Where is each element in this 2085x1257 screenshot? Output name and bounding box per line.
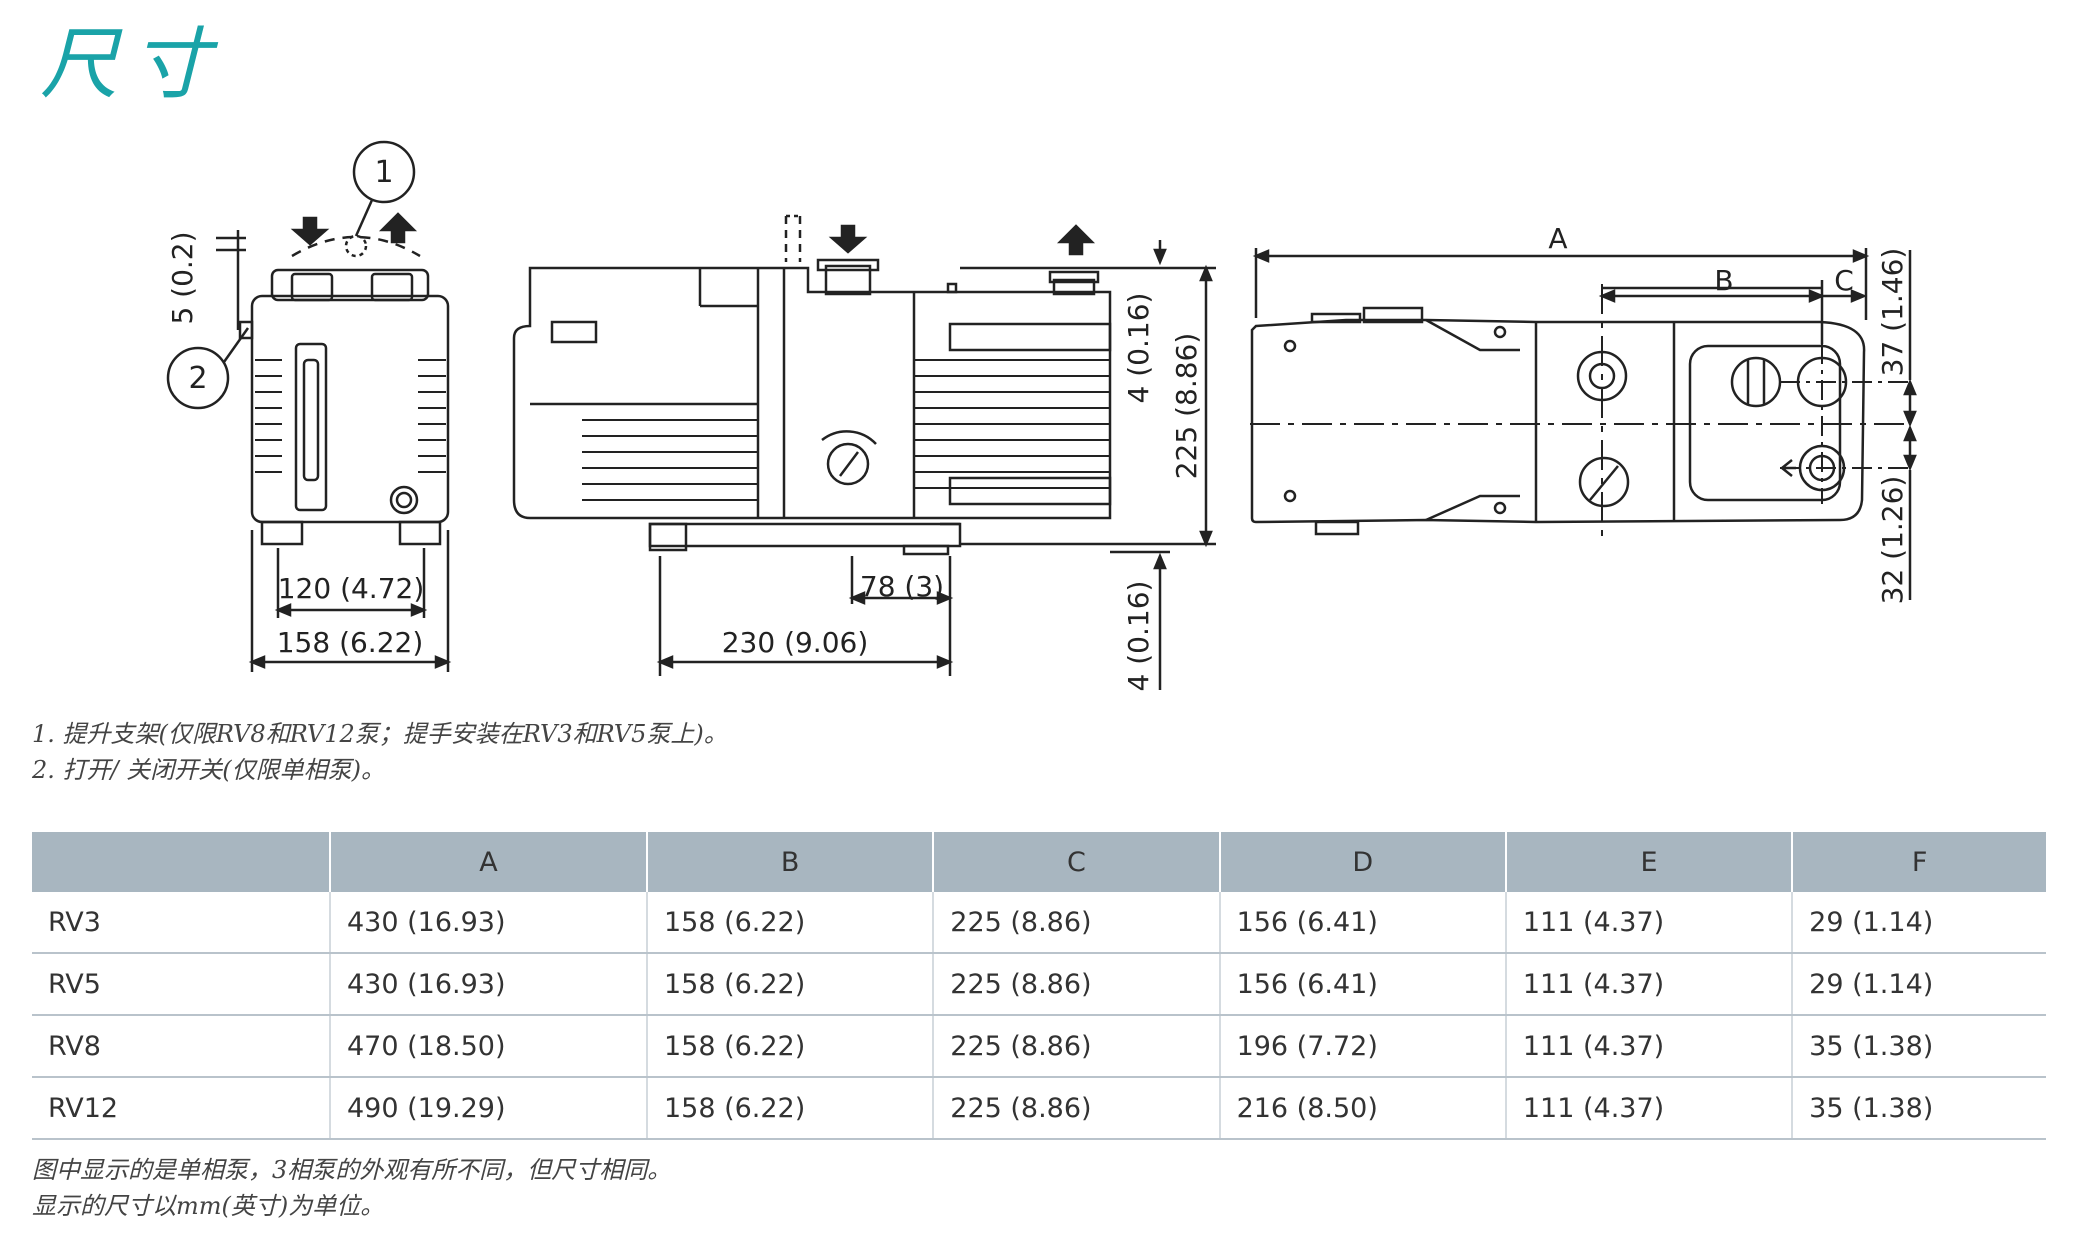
table-cell: 158 (6.22): [645, 953, 934, 1016]
table-cell: 29 (1.14): [1791, 953, 2046, 1016]
table-cell: 35 (1.38): [1791, 1077, 2046, 1140]
dim-158-label: 158 (6.22): [277, 626, 424, 659]
dim-120-label: 120 (4.72): [278, 572, 425, 605]
note-2: 2. 打开/ 关闭开关(仅限单相泵)。: [32, 756, 385, 784]
table-header: B: [645, 832, 934, 892]
table-row: RV12 490 (19.29) 158 (6.22) 225 (8.86) 2…: [32, 1077, 2046, 1140]
dim-32-label: 32 (1.26): [1876, 476, 1909, 605]
side-view: [512, 214, 1216, 690]
table-cell: 29 (1.14): [1791, 892, 2046, 954]
table-cell: RV8: [32, 1015, 330, 1078]
table-header: [32, 832, 330, 892]
footer-line-1: 图中显示的是单相泵，3相泵的外观有所不同，但尺寸相同。: [32, 1156, 672, 1184]
front-view: [166, 140, 452, 672]
table-cell: 225 (8.86): [932, 892, 1220, 954]
table-cell: 196 (7.72): [1218, 1015, 1506, 1078]
table-header-row: A B C D E F: [32, 832, 2046, 892]
table-cell: 225 (8.86): [932, 1077, 1220, 1140]
callout-2-label: 2: [188, 361, 207, 396]
table-cell: 158 (6.22): [645, 892, 934, 954]
footer-notes: 图中显示的是单相泵，3相泵的外观有所不同，但尺寸相同。 显示的尺寸以mm(英寸)…: [32, 1152, 671, 1224]
table-cell: RV12: [32, 1077, 330, 1140]
pump-dimension-drawing: 1 2 5 (0.2) 120 (4.72) 158 (6.22) 78 (3)…: [166, 140, 1917, 692]
dim-37-label: 37 (1.46): [1876, 248, 1909, 377]
table-row: RV8 470 (18.50) 158 (6.22) 225 (8.86) 19…: [32, 1015, 2046, 1078]
table-header: F: [1791, 832, 2046, 892]
dim-4-top-label: 4 (0.16): [1122, 293, 1155, 404]
dim-78-label: 78 (3): [860, 570, 944, 603]
table-cell: 111 (4.37): [1504, 892, 1793, 954]
table-cell: 158 (6.22): [645, 1077, 934, 1140]
table-cell: 111 (4.37): [1504, 953, 1793, 1016]
table-cell: 158 (6.22): [645, 1015, 934, 1078]
table-cell: 490 (19.29): [329, 1077, 647, 1140]
dim-230-label: 230 (9.06): [722, 626, 869, 659]
dim-225-label: 225 (8.86): [1170, 333, 1203, 480]
dim-c-label: C: [1834, 264, 1854, 297]
dimension-table: A B C D E F RV3 430 (16.93) 158 (6.22) 2…: [32, 832, 2046, 1140]
note-1: 1. 提升支架(仅限RV8和RV12泵；提手安装在RV3和RV5泵上)。: [32, 720, 728, 748]
table-cell: RV5: [32, 953, 330, 1016]
table-cell: 35 (1.38): [1791, 1015, 2046, 1078]
table-row: RV3 430 (16.93) 158 (6.22) 225 (8.86) 15…: [32, 892, 2046, 954]
drawing-notes: 1. 提升支架(仅限RV8和RV12泵；提手安装在RV3和RV5泵上)。 2. …: [32, 716, 728, 788]
table-header: E: [1504, 832, 1793, 892]
table-cell: 430 (16.93): [329, 892, 647, 954]
table-cell: 111 (4.37): [1504, 1015, 1793, 1078]
dim-a-label: A: [1548, 222, 1567, 255]
table-header: A: [329, 832, 647, 892]
table-header: D: [1218, 832, 1506, 892]
page-title: 尺寸: [40, 20, 225, 110]
table-cell: 216 (8.50): [1218, 1077, 1506, 1140]
table-row: RV5 430 (16.93) 158 (6.22) 225 (8.86) 15…: [32, 953, 2046, 1016]
table-cell: 111 (4.37): [1504, 1077, 1793, 1140]
table-cell: 470 (18.50): [329, 1015, 647, 1078]
table-cell: 156 (6.41): [1218, 953, 1506, 1016]
dim-b-label: B: [1714, 264, 1733, 297]
dim-5-label: 5 (0.2): [166, 231, 199, 324]
table-cell: 225 (8.86): [932, 953, 1220, 1016]
table-header: C: [932, 832, 1220, 892]
top-view: [1250, 248, 1917, 600]
dim-4-bottom-label: 4 (0.16): [1122, 581, 1155, 692]
table-cell: 430 (16.93): [329, 953, 647, 1016]
footer-line-2: 显示的尺寸以mm(英寸)为单位。: [32, 1192, 385, 1220]
table-cell: 225 (8.86): [932, 1015, 1220, 1078]
table-cell: RV3: [32, 892, 330, 954]
callout-1-label: 1: [374, 155, 393, 190]
table-cell: 156 (6.41): [1218, 892, 1506, 954]
